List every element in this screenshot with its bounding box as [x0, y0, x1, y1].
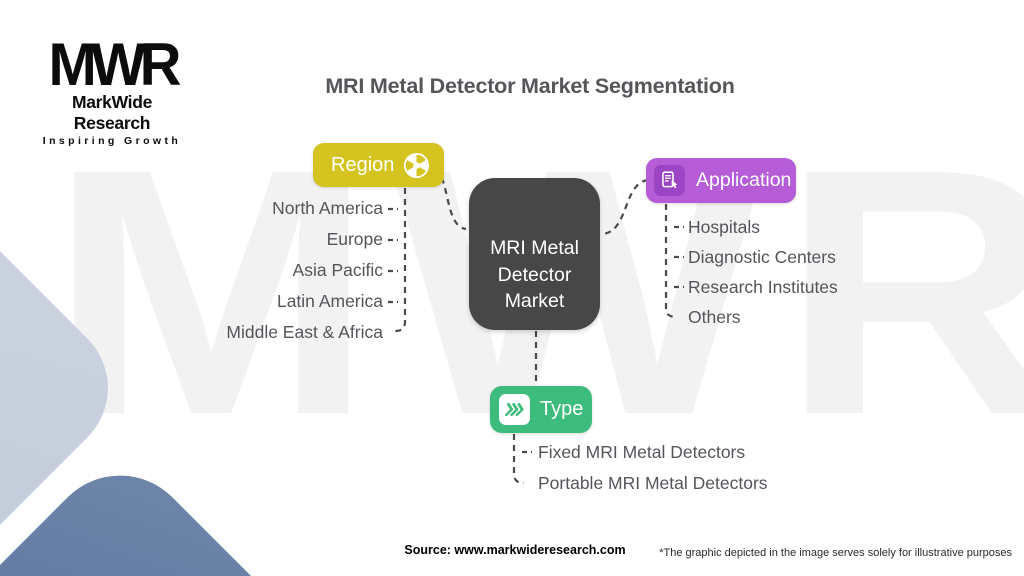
region-item-stubs — [388, 207, 398, 304]
central-market-node: MRI Metal Detector Market — [469, 178, 600, 330]
region-item-list: North America Europe Asia Pacific Latin … — [226, 193, 383, 348]
globe-icon — [403, 152, 430, 179]
logo-mark: MWR — [48, 30, 182, 99]
application-item-list: Hospitals Diagnostic Centers Research In… — [688, 212, 838, 332]
region-branch-line — [394, 188, 407, 333]
central-market-label: MRI Metal Detector Market — [490, 236, 579, 313]
type-badge-label: Type — [540, 398, 584, 420]
application-item: Research Institutes — [688, 277, 838, 297]
region-badge: Region — [313, 143, 444, 187]
source-text: Source: www.markwideresearch.com — [404, 543, 626, 557]
touch-survey-icon — [654, 165, 685, 196]
application-item: Hospitals — [688, 217, 760, 237]
region-item: Latin America — [276, 291, 383, 311]
region-item: Europe — [326, 229, 383, 249]
application-badge-label: Application — [696, 169, 792, 191]
region-badge-label: Region — [331, 153, 395, 176]
chevrons-icon — [499, 394, 530, 425]
type-item: Fixed MRI Metal Detectors — [538, 442, 746, 462]
logo-name: MarkWide Research — [71, 92, 153, 133]
application-item: Diagnostic Centers — [688, 247, 836, 267]
application-badge: Application — [646, 158, 796, 203]
disclaimer-text: *The graphic depicted in the image serve… — [659, 547, 1012, 559]
application-item: Others — [688, 307, 741, 327]
type-item-list: Fixed MRI Metal Detectors Portable MRI M… — [538, 437, 768, 499]
type-branch-line — [512, 434, 525, 485]
region-item: Asia Pacific — [292, 260, 383, 280]
application-item-stubs — [674, 225, 684, 289]
brand-logo: MWR MarkWide Research Inspiring Growth — [34, 30, 190, 147]
region-item: North America — [272, 198, 383, 218]
page-title: MRI Metal Detector Market Segmentation — [325, 74, 735, 98]
region-item: Middle East & Africa — [226, 322, 383, 342]
application-branch-line — [664, 204, 677, 319]
type-item: Portable MRI Metal Detectors — [538, 473, 768, 493]
type-badge: Type — [490, 386, 592, 433]
logo-tagline: Inspiring Growth — [42, 135, 182, 147]
application-to-center-connector — [602, 178, 649, 236]
